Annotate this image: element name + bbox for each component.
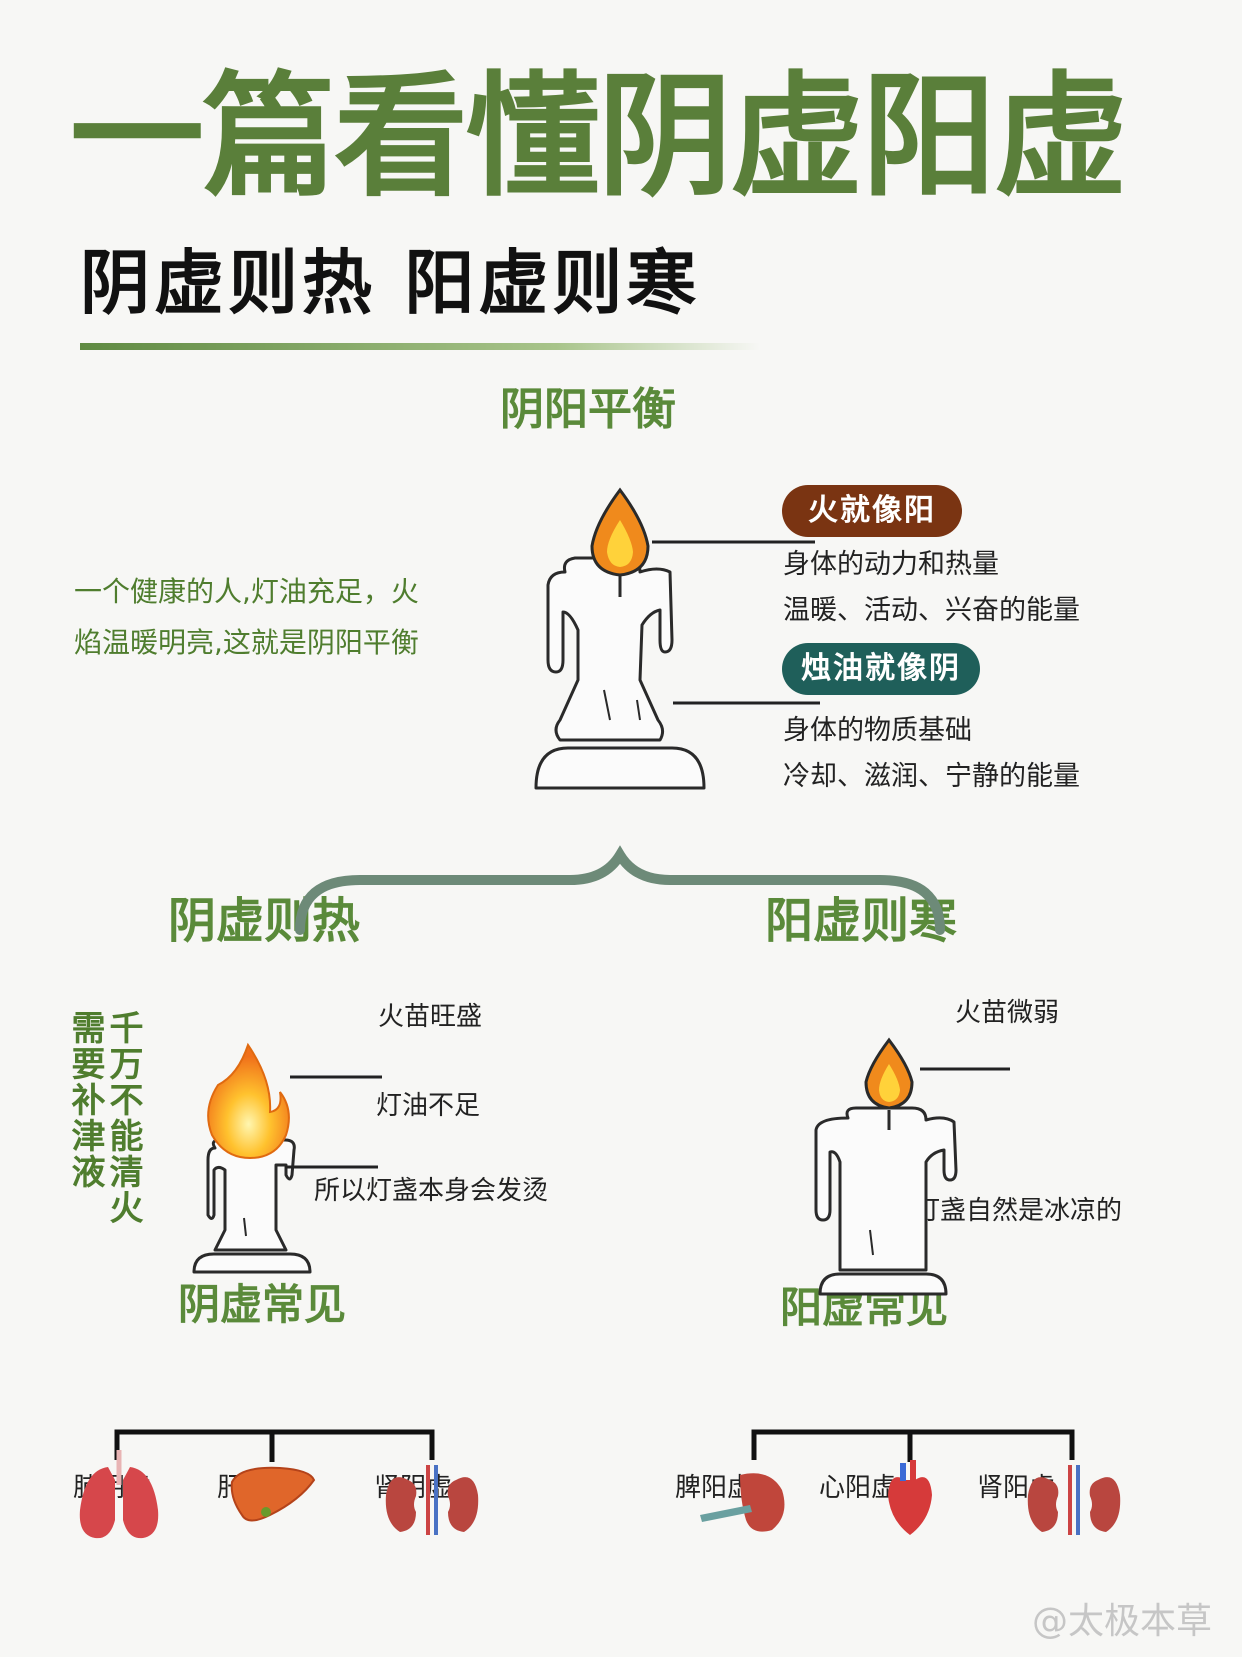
fire-desc: 身体的动力和热量 温暖、活动、兴奋的能量 xyxy=(783,542,1080,634)
liver-icon xyxy=(230,1466,316,1522)
kidney-yin-icon xyxy=(385,1465,479,1535)
kidney-yang-icon xyxy=(1027,1465,1121,1535)
yang-common-tree xyxy=(751,1429,1075,1462)
oil-desc: 身体的物质基础 冷却、滋润、宁静的能量 xyxy=(783,708,1080,800)
yin-candle-icon xyxy=(192,1138,312,1274)
fire-desc-line2: 温暖、活动、兴奋的能量 xyxy=(783,595,1080,626)
yang-def-heading: 阳虚则寒 xyxy=(765,893,958,949)
spleen-icon xyxy=(700,1473,785,1532)
yin-oil-label: 灯油不足 xyxy=(376,1091,481,1121)
side-note-2: 需要补津液 xyxy=(65,1010,105,1190)
oil-desc-line2: 冷却、滋润、宁静的能量 xyxy=(783,761,1080,792)
side-note-1: 千万不能清火 xyxy=(103,1010,143,1226)
yin-common-heading: 阴虚常见 xyxy=(178,1280,347,1329)
fire-desc-line1: 身体的动力和热量 xyxy=(783,549,999,580)
page-subtitle: 阴虚则热 阳虚则寒 xyxy=(80,242,701,324)
balance-intro-line2: 焰温暖明亮,这就是阴阳平衡 xyxy=(74,626,419,659)
split-brace xyxy=(295,845,945,935)
main-candle-icon xyxy=(534,556,706,790)
yang-result-label: 灯盏自然是冰凉的 xyxy=(914,1196,1123,1226)
yin-fire-icon xyxy=(207,1042,290,1160)
yang-flame-label: 火苗微弱 xyxy=(955,998,1060,1028)
yin-common-tree xyxy=(114,1429,435,1462)
yin-result-label: 所以灯盏本身会发烫 xyxy=(314,1176,549,1206)
yin-def-heading: 阴虚则热 xyxy=(168,893,361,949)
fire-pill: 火就像阳 xyxy=(782,485,962,537)
oil-pill: 烛油就像阴 xyxy=(782,643,980,695)
page-title: 一篇看懂阴虚阳虚 xyxy=(70,59,1128,215)
yang-flame-icon xyxy=(864,1037,914,1110)
organ-label-heart: 心阳虚 xyxy=(818,1473,897,1503)
balance-heading: 阴阳平衡 xyxy=(500,384,676,435)
main-flame-icon xyxy=(590,487,650,577)
lungs-icon xyxy=(79,1450,159,1539)
balance-intro: 一个健康的人,灯油充足，火 焰温暖明亮,这就是阴阳平衡 xyxy=(74,566,419,668)
oil-desc-line1: 身体的物质基础 xyxy=(783,715,972,746)
yin-flame-label: 火苗旺盛 xyxy=(378,1002,483,1032)
balance-intro-line1: 一个健康的人,灯油充足，火 xyxy=(74,575,419,608)
watermark: @太极本草 xyxy=(1031,1601,1212,1642)
yang-candle-icon xyxy=(814,1106,958,1296)
title-underline xyxy=(80,343,760,350)
organ-label-spleen: 脾阳虚 xyxy=(674,1473,753,1503)
heart-icon xyxy=(888,1460,932,1535)
